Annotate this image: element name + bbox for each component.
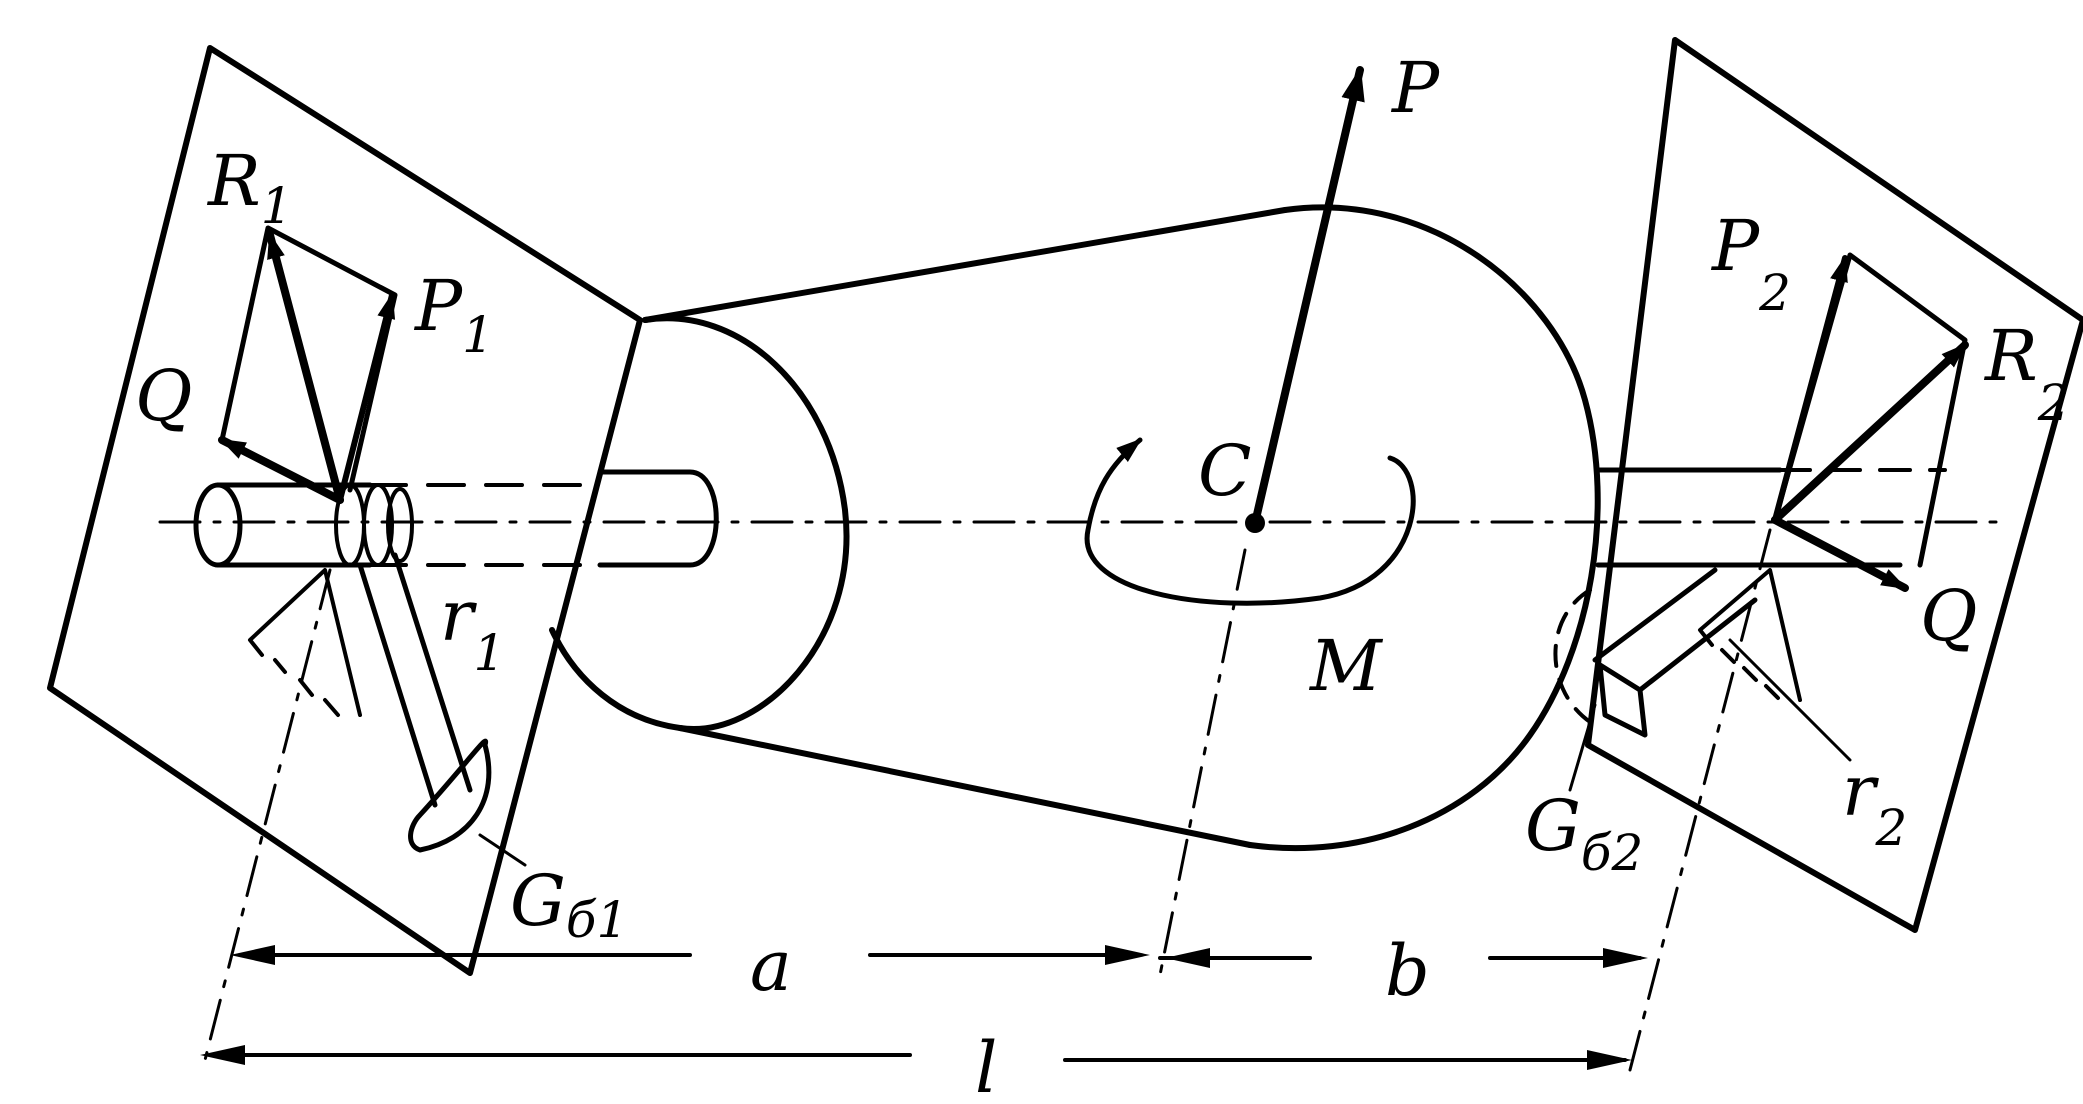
right-weight-hidden [1553,588,1602,730]
label-Gb2: Gб2 [1525,785,1643,882]
force-R1-arrow [266,231,344,504]
left-plane-outline [47,45,643,976]
center-of-mass-group [1084,66,1416,977]
rotor-body [549,204,1601,852]
r2-leader [1728,638,1852,762]
dim-b-arrow-left [1165,948,1210,968]
left-journal-end [193,482,243,568]
label-Q-right: Q [1920,575,1977,657]
right-balance-weight [1553,567,1852,792]
left-bearing-collar-3 [386,487,414,563]
right-plane-outline [1585,37,2083,933]
label-P: P [1390,47,1441,129]
dim-l-arrow-right [1587,1050,1632,1070]
dim-a-arrow-right [1105,945,1150,965]
label-dim-b: b [1385,930,1430,1012]
label-M: M [1308,625,1384,707]
label-dim-a: a [750,925,792,1007]
left-support-hatch [248,568,362,717]
label-Gb1: Gб1 [510,860,628,949]
label-dim-l: l [975,1027,997,1099]
force-P2-arrow [1772,255,1848,523]
force-R2-arrow [1771,341,1969,524]
left-correction-plane [47,45,643,976]
label-R1: R1 [206,140,293,235]
label-r2: r2 [1842,750,1907,857]
left-force-construction [203,225,398,1062]
label-Q-left: Q [135,355,192,437]
force-P-arrow [1251,66,1365,527]
label-P2: P2 [1710,205,1791,322]
right-shaft-journal [1595,467,1947,568]
right-force-construction [1628,252,1969,1072]
dimension-lines [200,945,1648,1070]
rotor-large-disc [1247,204,1601,852]
left-journal-stub [597,469,719,568]
left-bearing-collar-2 [362,483,394,567]
right-weight-mass [1597,662,1648,738]
label-C: C [1198,430,1252,512]
rotor-small-disc [642,315,850,732]
force-Q-left-arrow [218,436,344,504]
right-weight-leader [1568,703,1597,792]
force-Q-right-arrow [1771,516,1909,592]
left-plane-axis [203,568,332,1062]
labels: P C M R1 P1 Q r1 Gб1 P2 R2 Q r2 Gб2 a b … [135,47,2070,1104]
moment-M-arc [1084,437,1416,606]
rotor-lower-edge [677,725,1253,848]
rotor-upper-edge [642,207,1288,323]
label-R2: R2 [1983,315,2070,432]
label-r1: r1 [440,575,505,682]
left-balance-weight [357,552,527,867]
left-weight-leader [478,833,527,867]
left-weight-arm [357,552,473,808]
left-shaft-journal [193,469,719,568]
force-P1-arrow [337,292,396,503]
dim-l-arrow-left [200,1045,245,1065]
dim-b-arrow-right [1603,948,1648,968]
left-weight-mass [408,738,492,853]
right-support-hatch [1698,568,1802,702]
right-weight-arm [1592,567,1758,693]
rotor-small-disc-lower [549,627,683,731]
c-vertical-axis [1158,548,1247,977]
right-plane-axis [1628,528,1772,1072]
dim-a-arrow-left [230,945,275,965]
label-P1: P1 [413,265,494,364]
right-correction-plane [1585,37,2083,933]
